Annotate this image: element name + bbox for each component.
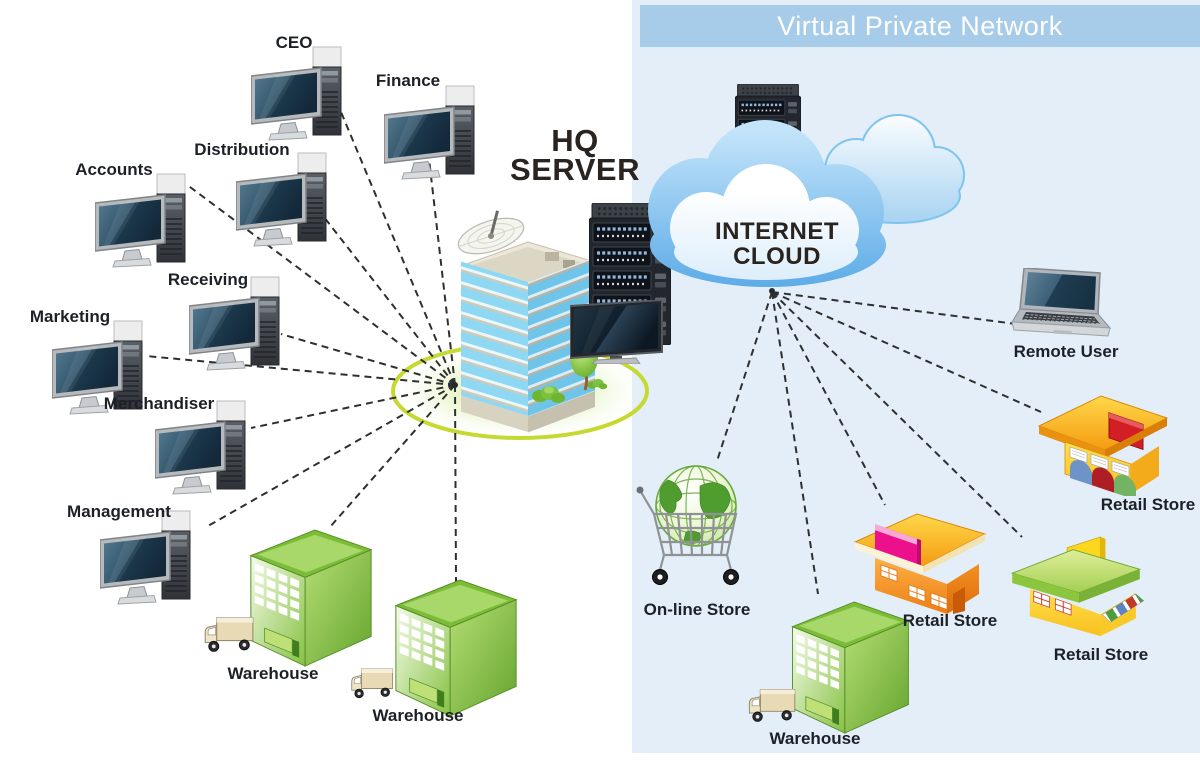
retail-store-icon-top: [1038, 395, 1168, 496]
warehouse-icon-hq-2: [395, 579, 517, 717]
vpn-header-bar: Virtual Private Network: [640, 5, 1200, 47]
connection-line: [280, 333, 456, 386]
label-ceo: CEO: [275, 33, 313, 52]
truck-icon: [351, 668, 394, 699]
retail-store-icon-bottom: [1011, 536, 1145, 637]
label-retail-store-bottom: Retail Store: [1053, 645, 1149, 664]
label-warehouse-hq-2: Warehouse: [372, 706, 464, 725]
vpn-header-title: Virtual Private Network: [777, 10, 1063, 41]
label-receiving: Receiving: [167, 270, 249, 289]
connection-line: [771, 291, 819, 595]
workstation-icon-merchandiser: [155, 400, 246, 495]
connection-line: [335, 99, 456, 386]
workstation-icon-management: [100, 510, 191, 605]
truck-icon: [204, 617, 254, 652]
label-accounts: Accounts: [75, 160, 153, 179]
label-distribution: Distribution: [194, 140, 290, 159]
bush-icon: [587, 379, 608, 390]
globe-shopping-cart-icon: [635, 464, 740, 586]
label-finance: Finance: [375, 71, 441, 90]
truck-icon: [748, 688, 796, 722]
warehouse-icon-hq-1: [250, 529, 372, 667]
label-retail-store-top: Retail Store: [1100, 495, 1196, 514]
workstation-icon-ceo: [251, 46, 342, 141]
connection-line: [250, 384, 456, 429]
hq-server-title: HQ SERVER: [510, 123, 640, 188]
connection-line: [185, 183, 456, 386]
warehouse-icon-vpn: [792, 601, 909, 734]
label-merchandiser: Merchandiser: [103, 394, 215, 413]
connection-line: [771, 291, 1023, 538]
connection-line: [145, 355, 456, 386]
connection-line: [771, 291, 1017, 325]
internet-hub-dot: [769, 288, 775, 294]
bush-icon: [532, 386, 565, 403]
connection-line: [329, 384, 456, 528]
label-online-store: On-line Store: [643, 600, 751, 619]
connection-line: [312, 202, 456, 386]
internet-cloud-icon: [648, 120, 886, 287]
workstation-icon-accounts: [95, 173, 186, 268]
label-marketing: Marketing: [29, 307, 111, 326]
label-management: Management: [67, 502, 171, 521]
connection-line: [454, 384, 457, 583]
internet-cloud-title: INTERNET CLOUD: [715, 218, 839, 271]
workstation-icon-receiving: [189, 276, 280, 371]
label-warehouse-hq-1: Warehouse: [227, 664, 319, 683]
satellite-dish-icon: [457, 210, 525, 255]
connection-line: [771, 291, 886, 506]
connection-line: [771, 291, 1042, 413]
workstation-icon-finance: [384, 85, 475, 180]
connection-lines: [145, 99, 1042, 595]
retail-store-icon-middle: [854, 513, 986, 615]
connection-line: [427, 149, 456, 386]
laptop-icon-remote-user: [1011, 268, 1111, 337]
connection-line: [716, 291, 773, 462]
label-retail-store-middle: Retail Store: [902, 611, 998, 630]
label-remote-user: Remote User: [1013, 342, 1119, 361]
hq-hub-dot: [452, 382, 458, 388]
label-warehouse-vpn: Warehouse: [769, 729, 861, 748]
hq-monitor-icon: [570, 300, 663, 364]
